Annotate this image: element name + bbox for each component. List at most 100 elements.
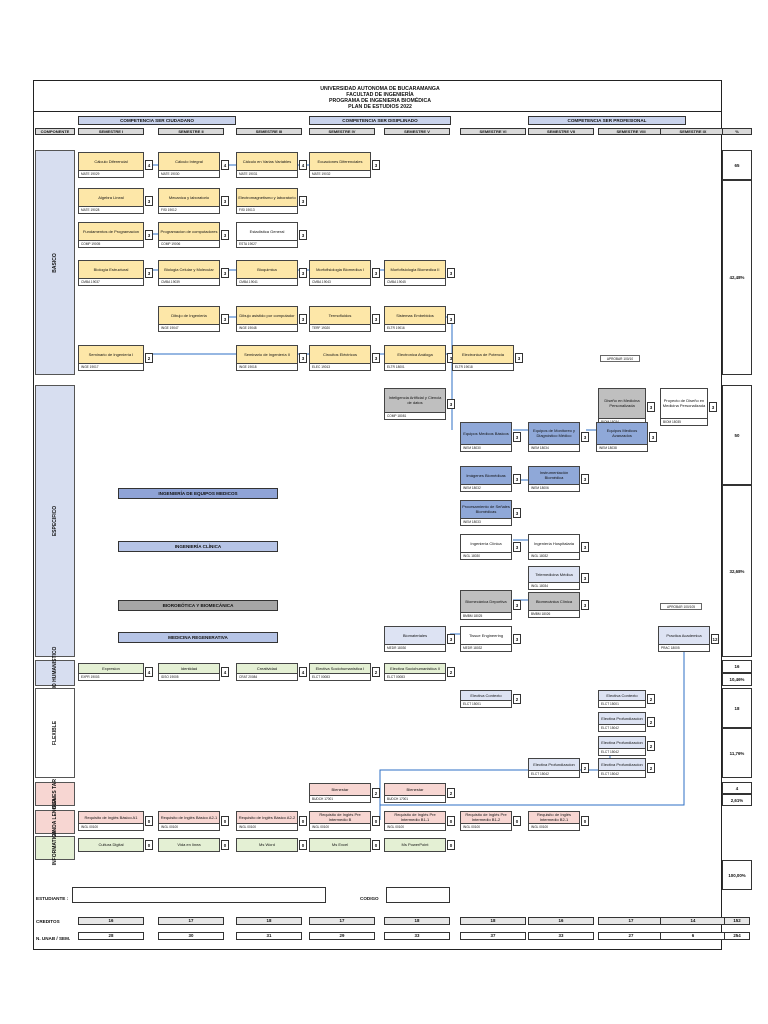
course-name: Dibujo de Ingenieria — [171, 312, 207, 318]
course-code: INGL 00100 — [529, 823, 579, 830]
course-name: Cultura Digital — [98, 841, 124, 847]
course-name: Electiva Profundizacion — [601, 761, 643, 767]
course-card[interactable]: Ms Word — [236, 838, 298, 852]
creditos-sem-9: 14 — [660, 917, 726, 925]
course-card[interactable]: Equipos de Monitoreo y Diagnóstico Médic… — [528, 422, 580, 452]
percent-header: % — [722, 128, 752, 135]
course-credits: 0 — [221, 816, 229, 826]
codigo-input[interactable] — [386, 887, 450, 903]
course-name: Requisito de Inglés Básico A1 — [84, 814, 138, 820]
course-code: ELTR 18001 — [385, 363, 445, 370]
course-name: Biologia Celular y Molecular — [164, 266, 214, 272]
course-credits: 3 — [581, 474, 589, 484]
course-code: INGL 00100 — [461, 823, 511, 830]
course-name: Electiva Sociohumanistica II — [390, 665, 440, 671]
course-name: Telemedicina Médica — [535, 571, 573, 577]
course-card[interactable]: Proyecto de Diseño en Medicina Personali… — [660, 388, 708, 426]
course-name: Biomecánica Deportiva — [465, 598, 507, 604]
course-card[interactable]: Morfofisiologia Biomedica II CMBA 19045 — [384, 260, 446, 286]
course-credits: 3 — [447, 634, 455, 644]
course-name: Electiva Contexto — [470, 692, 502, 698]
creditos-sem-6: 18 — [460, 917, 526, 925]
course-card[interactable]: Inteligencia Artificial y Ciencia de dat… — [384, 388, 446, 420]
course-card[interactable]: Cultura Digital — [78, 838, 144, 852]
course-name: Dibujo asistido por computador — [239, 312, 295, 318]
course-card[interactable]: Ms Excel — [309, 838, 371, 852]
course-credits: 3 — [372, 160, 380, 170]
plan-title: PLAN DE ESTUDIOS 2022 — [348, 104, 412, 110]
course-credits: 12 — [711, 634, 719, 644]
course-card[interactable]: Vida en línea — [158, 838, 220, 852]
course-name: Biomateriales — [402, 632, 428, 638]
course-card[interactable]: Ms PowerPoint — [384, 838, 446, 852]
course-code: CMBA 19045 — [385, 278, 445, 285]
course-name: Instrumentación Biomédica — [539, 470, 569, 480]
course-name: Proyecto de Diseño en Medicina Personali… — [662, 398, 706, 408]
course-code: MEDR 18032 — [461, 644, 511, 651]
course-code: ELTR 19018 — [453, 363, 513, 370]
estudiante-input[interactable] — [72, 887, 326, 903]
course-name: Morfofisiologia Biomedica II — [390, 266, 440, 272]
pct-socio: 10,46% — [722, 673, 752, 686]
course-name: Identidad — [180, 665, 198, 671]
course-name: Programacion de computadores — [160, 228, 218, 234]
